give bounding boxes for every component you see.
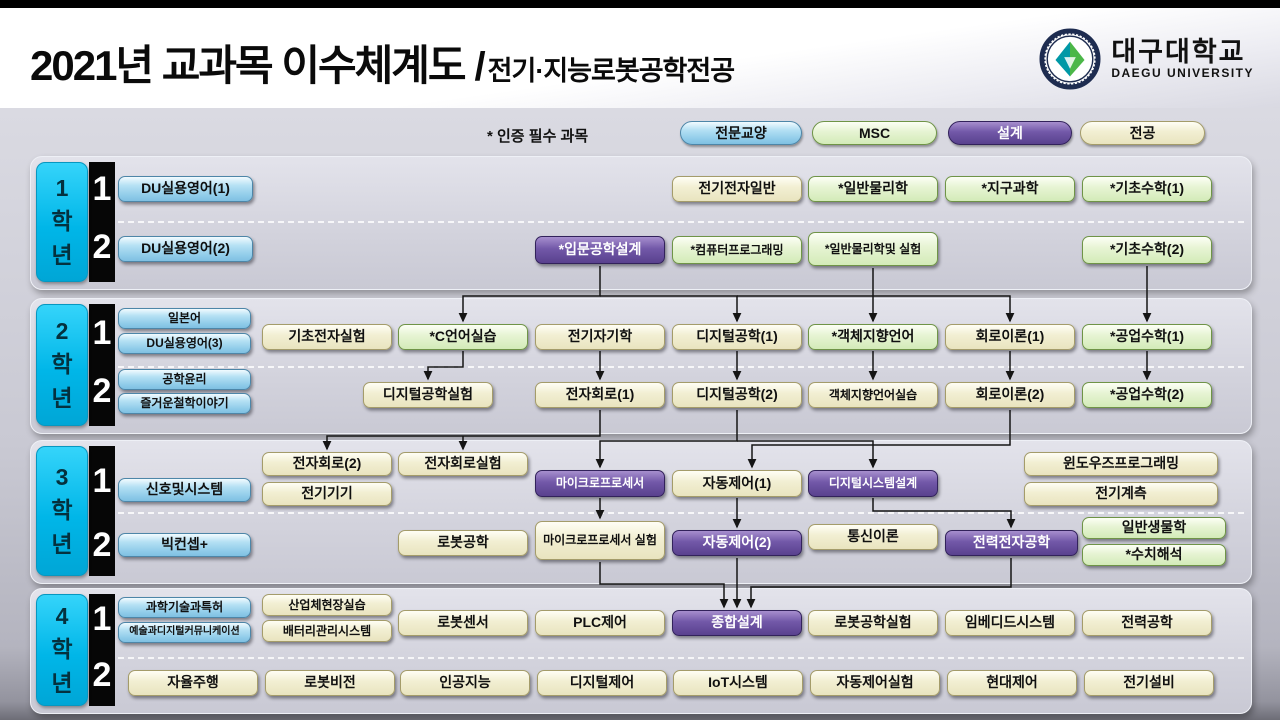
course-box: 현대제어 — [947, 670, 1077, 696]
course-box: 전자회로실험 — [398, 452, 528, 476]
course-box: 자동제어(2) — [672, 530, 802, 556]
semester-number: 1 — [92, 600, 112, 638]
course-box: 객체지향언어실습 — [808, 382, 938, 408]
semester-number: 1 — [92, 170, 112, 208]
course-box: 과학기술과특허 — [118, 597, 251, 618]
course-box: 기초전자실험 — [262, 324, 392, 350]
course-box: 회로이론(2) — [945, 382, 1075, 408]
title-slash: / — [474, 45, 486, 89]
course-box: 전기설비 — [1084, 670, 1214, 696]
year-2-semester-bar: 1 2 — [89, 304, 115, 426]
university-logo-group: 대구대학교 DAEGU UNIVERSITY — [1039, 28, 1254, 90]
course-box: 디지털공학실험 — [363, 382, 493, 408]
course-box: 로봇공학 — [398, 530, 528, 556]
course-box: 윈도우즈프로그래밍 — [1024, 452, 1218, 476]
course-box: 산업체현장실습 — [262, 594, 392, 616]
university-name-kr: 대구대학교 — [1111, 36, 1246, 67]
course-box: *객체지향언어 — [808, 324, 938, 350]
course-box: 일반생물학 — [1082, 517, 1226, 539]
course-box: 인공지능 — [400, 670, 530, 696]
course-box: 배터리관리시스템 — [262, 620, 392, 642]
course-box: 전기계측 — [1024, 482, 1218, 506]
semester-number: 2 — [92, 372, 112, 410]
course-box: 디지털제어 — [537, 670, 667, 696]
year-1-semester-bar: 1 2 — [89, 162, 115, 282]
course-box: 일본어 — [118, 308, 251, 329]
year-4-semester-bar: 1 2 — [89, 594, 115, 706]
university-emblem-icon — [1039, 28, 1101, 90]
certification-note: * 인증 필수 과목 — [487, 128, 589, 145]
year-1-label: 1학년 — [36, 162, 88, 282]
year-3-label: 3학년 — [36, 446, 88, 576]
course-box: DU실용영어(3) — [118, 333, 251, 354]
course-box: 신호및시스템 — [118, 478, 251, 502]
year-3-semester-bar: 1 2 — [89, 446, 115, 576]
course-box: *지구과학 — [945, 176, 1075, 202]
legend-msc: MSC — [812, 121, 937, 145]
course-box: 마이크로프로세서 — [535, 470, 665, 497]
major-subtitle: 전기·지능로봇공학전공 — [487, 56, 735, 86]
legend-liberal: 전문교양 — [680, 121, 802, 145]
year-2-label: 2학년 — [36, 304, 88, 426]
course-box: *기초수학(1) — [1082, 176, 1212, 202]
course-box: *일반물리학및 실험 — [808, 232, 938, 266]
course-box: *입문공학설계 — [535, 236, 665, 264]
course-box: PLC제어 — [535, 610, 665, 636]
course-box: 로봇비전 — [265, 670, 395, 696]
course-box: 마이크로프로세서 실험 — [535, 521, 665, 560]
course-box: 공학윤리 — [118, 369, 251, 390]
semester-number: 1 — [92, 314, 112, 352]
page-title-group: 2021년 교과목 이수체계도 / 전기·지능로봇공학전공 — [30, 32, 735, 93]
semester-divider — [118, 221, 1244, 223]
course-box: 디지털시스템설계 — [808, 470, 938, 497]
course-box: 전자회로(2) — [262, 452, 392, 476]
course-box: 통신이론 — [808, 524, 938, 550]
course-box: *공업수학(2) — [1082, 382, 1212, 408]
course-box: 자동제어(1) — [672, 470, 802, 497]
course-box: 전력공학 — [1082, 610, 1212, 636]
course-box: 전기전자일반 — [672, 176, 802, 202]
course-box: 임베디드시스템 — [945, 610, 1075, 636]
year-4-label: 4학년 — [36, 594, 88, 706]
semester-number: 2 — [92, 228, 112, 266]
course-box: 종합설계 — [672, 610, 802, 636]
legend-design: 설계 — [948, 121, 1072, 145]
course-box: 예술과디지털커뮤니케이션 — [118, 622, 251, 643]
semester-number: 2 — [92, 656, 112, 694]
semester-number: 2 — [92, 526, 112, 564]
course-box: DU실용영어(2) — [118, 236, 253, 262]
course-box: 자동제어실험 — [810, 670, 940, 696]
semester-number: 1 — [92, 462, 112, 500]
university-name-en: DAEGU UNIVERSITY — [1111, 66, 1254, 81]
course-box: DU실용영어(1) — [118, 176, 253, 202]
course-box: 전기기기 — [262, 482, 392, 506]
course-box: 즐거운철학이야기 — [118, 393, 251, 414]
course-box: 디지털공학(1) — [672, 324, 802, 350]
course-box: 디지털공학(2) — [672, 382, 802, 408]
semester-divider — [118, 657, 1244, 659]
course-box: 전자회로(1) — [535, 382, 665, 408]
course-box: 로봇공학실험 — [808, 610, 938, 636]
course-box: *C언어실습 — [398, 324, 528, 350]
course-box: 전력전자공학 — [945, 530, 1078, 556]
course-box: *일반물리학 — [808, 176, 938, 202]
course-box: 회로이론(1) — [945, 324, 1075, 350]
course-box: *공업수학(1) — [1082, 324, 1212, 350]
page-title: 2021년 교과목 이수체계도 — [30, 42, 467, 89]
course-box: 자율주행 — [128, 670, 258, 696]
legend-major: 전공 — [1080, 121, 1205, 145]
course-box: *기초수학(2) — [1082, 236, 1212, 264]
top-black-bar — [0, 0, 1280, 8]
course-box: IoT시스템 — [673, 670, 803, 696]
course-box: 빅컨셉+ — [118, 533, 251, 557]
semester-divider — [118, 512, 1244, 514]
course-box: *수치해석 — [1082, 544, 1226, 566]
semester-divider — [118, 366, 1244, 368]
course-box: 로봇센서 — [398, 610, 528, 636]
course-box: 전기자기학 — [535, 324, 665, 350]
course-box: *컴퓨터프로그래밍 — [672, 236, 802, 264]
